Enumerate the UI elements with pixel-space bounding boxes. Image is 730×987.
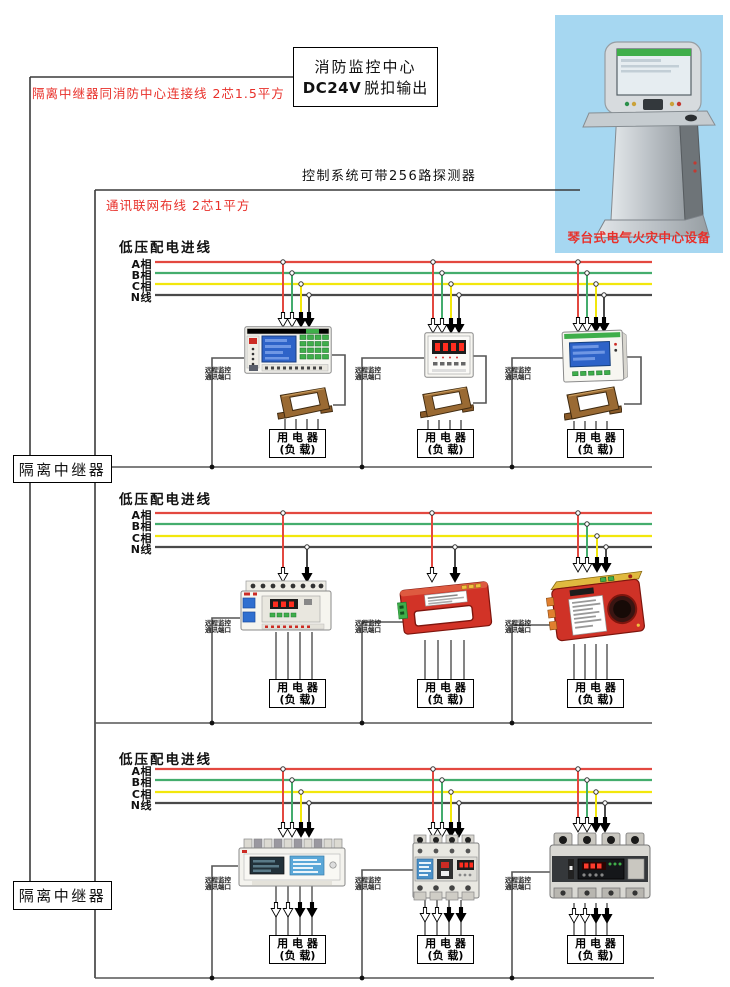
load-box: 用 电 器(负 载) (567, 679, 624, 708)
load-box: 用 电 器(负 载) (567, 935, 624, 964)
fire-center-line1: 消防监控中心 (314, 58, 417, 76)
load-box: 用 电 器(负 载) (269, 429, 326, 458)
phase-a-label-2: A相 (131, 509, 152, 522)
repeater-link-note: 隔离中继器同消防中心连接线 2芯1.5平方 (32, 86, 285, 101)
port-label: 远程监控通讯端口 (355, 619, 381, 634)
port-label: 远程监控通讯端口 (355, 366, 381, 381)
phase-b-label-1: B相 (131, 269, 152, 282)
din-rail-energy-meter-image (238, 838, 346, 892)
comm-lines-section-2 (95, 617, 652, 726)
load-wires-section-2 (275, 632, 608, 679)
load-box: 用 电 器(负 载) (567, 429, 624, 458)
multifunction-power-meter-image (244, 326, 332, 378)
round-residual-current-transformer-image (541, 562, 654, 656)
load-box: 用 电 器(负 载) (417, 935, 474, 964)
lcd-panel-meter-image (561, 329, 629, 387)
port-label: 远程监控通讯端口 (505, 619, 531, 634)
current-transformer-image (563, 383, 623, 425)
rect-residual-current-transformer-image (395, 571, 497, 647)
kiosk-caption: 琴台式电气火灾中心设备 (567, 230, 711, 245)
phase-n-label-1: N线 (130, 291, 152, 304)
molded-case-breaker-with-display-image (548, 832, 652, 908)
bus-title-1: 低压配电进线 (119, 240, 212, 256)
port-label: 远程监控通讯端口 (205, 876, 231, 891)
phase-c-label-2: C相 (131, 532, 152, 545)
din-rail-power-monitor-image (240, 580, 332, 636)
port-label: 远程监控通讯端口 (505, 366, 531, 381)
kiosk-photo (555, 15, 723, 253)
phase-bus-section-1 (155, 259, 652, 334)
phase-a-label-3: A相 (131, 765, 152, 778)
port-label: 远程监控通讯端口 (205, 366, 231, 381)
phase-bus-section-2 (155, 510, 652, 583)
bus-title-3: 低压配电进线 (119, 752, 212, 768)
phase-bus-section-3 (155, 766, 652, 838)
comm-lines-section-3 (95, 865, 654, 981)
bus-title-2: 低压配电进线 (119, 492, 212, 508)
load-box: 用 电 器(负 载) (269, 935, 326, 964)
phase-n-label-3: N线 (130, 799, 152, 812)
current-transformer-image (419, 382, 475, 424)
port-label: 远程监控通讯端口 (205, 619, 231, 634)
isolation-repeater-box-2: 隔离中继器 (13, 881, 112, 910)
phase-a-label-1: A相 (131, 258, 152, 271)
kiosk-photo-panel (555, 15, 723, 253)
dc24v-label: DC24V (302, 79, 362, 97)
port-label: 远程监控通讯端口 (505, 876, 531, 891)
comm-wiring-note: 通讯联网布线 2芯1平方 (106, 198, 251, 213)
comm-lines-section-1 (110, 354, 652, 470)
load-wires-section-3 (270, 886, 613, 935)
phase-b-label-3: B相 (131, 776, 152, 789)
molded-case-breaker-image (411, 834, 481, 906)
current-transformer-image (276, 384, 334, 424)
phase-c-label-1: C相 (131, 280, 152, 293)
load-box: 用 电 器(负 载) (269, 679, 326, 708)
digital-panel-meter-image (424, 332, 474, 382)
capacity-note: 控制系统可带256路探测器 (302, 169, 477, 184)
load-wires-section-1 (284, 419, 608, 429)
load-box: 用 电 器(负 载) (417, 679, 474, 708)
load-box: 用 电 器(负 载) (417, 429, 474, 458)
isolation-repeater-box-1: 隔离中继器 (13, 455, 112, 483)
phase-c-label-3: C相 (131, 788, 152, 801)
trip-output-label: 脱扣输出 (364, 79, 429, 97)
phase-b-label-2: B相 (131, 520, 152, 533)
phase-n-label-2: N线 (130, 543, 152, 556)
port-label: 远程监控通讯端口 (355, 876, 381, 891)
